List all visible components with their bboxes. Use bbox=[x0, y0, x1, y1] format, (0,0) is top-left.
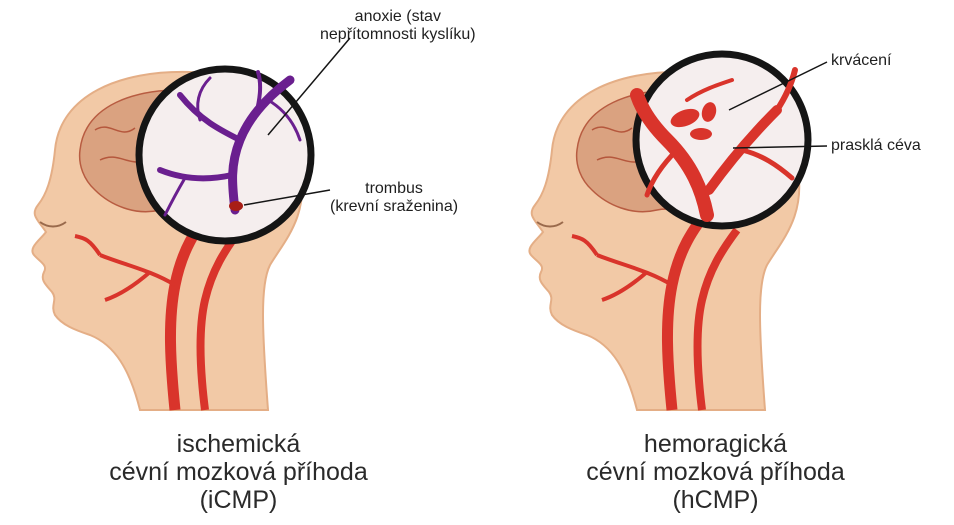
trombus-line-2: (krevní sraženina) bbox=[330, 198, 458, 216]
ischemic-caption: ischemická cévní mozková příhoda (iCMP) bbox=[0, 430, 477, 514]
caption-line-3: (iCMP) bbox=[0, 486, 477, 514]
anoxie-line-2: nepřítomnosti kyslíku) bbox=[320, 26, 476, 44]
ischemic-panel: anoxie (stav nepřítomnosti kyslíku) trom… bbox=[0, 0, 477, 525]
krvaceni-label: krvácení bbox=[831, 52, 891, 70]
hemorrhagic-caption: hemoragická cévní mozková příhoda (hCMP) bbox=[477, 430, 954, 514]
thrombus bbox=[229, 201, 243, 211]
caption-line-2: cévní mozková příhoda bbox=[477, 458, 954, 486]
caption-line-2: cévní mozková příhoda bbox=[0, 458, 477, 486]
praskla-label: prasklá céva bbox=[831, 137, 921, 155]
anoxie-callout: anoxie (stav nepřítomnosti kyslíku) bbox=[320, 8, 476, 44]
trombus-line-1: trombus bbox=[330, 180, 458, 198]
trombus-callout: trombus (krevní sraženina) bbox=[330, 180, 458, 216]
caption-line-1: hemoragická bbox=[477, 430, 954, 458]
hemorrhagic-panel: krvácení prasklá céva hemoragická cévní … bbox=[477, 0, 954, 525]
caption-line-1: ischemická bbox=[0, 430, 477, 458]
caption-line-3: (hCMP) bbox=[477, 486, 954, 514]
anoxie-line-1: anoxie (stav bbox=[320, 8, 476, 26]
